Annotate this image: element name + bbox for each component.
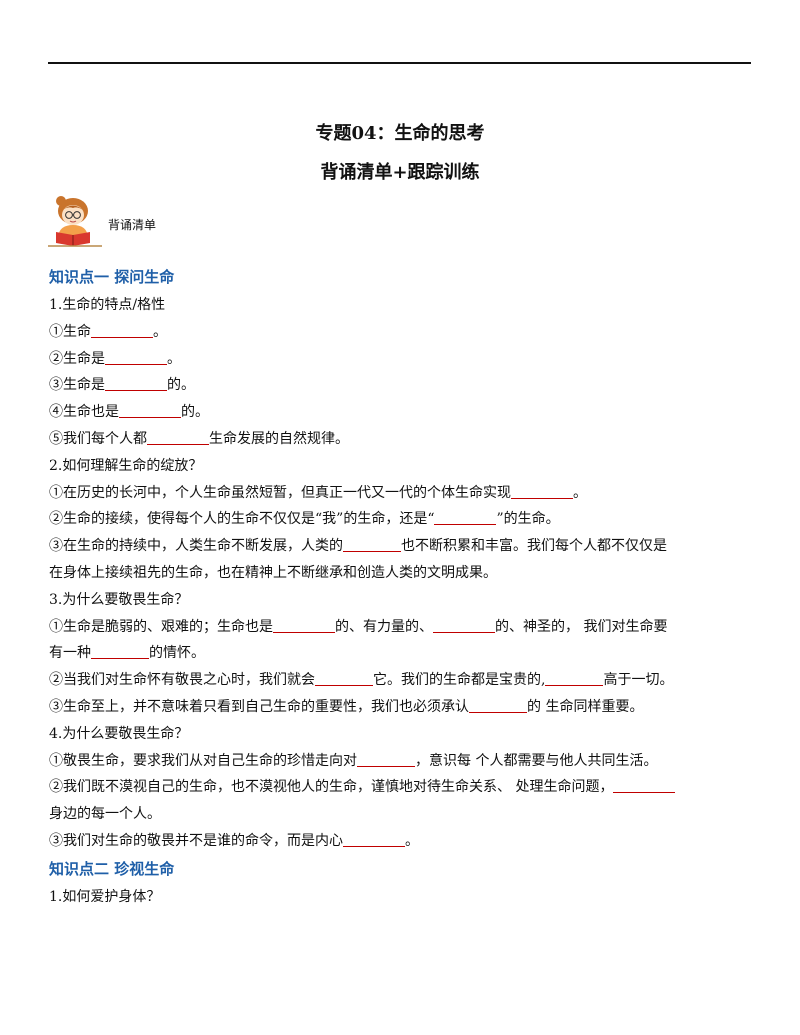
text-line: 1.如何爱护身体？	[49, 884, 754, 911]
fill-in-blank[interactable]	[511, 483, 573, 499]
fill-in-blank[interactable]	[273, 617, 335, 633]
line-text: 在身体上接续祖先的生命，也在精神上不断继承和创造人类的文明成果。	[49, 564, 497, 581]
line-text: ①在历史的长河中，个人生命虽然短暂，但真正一代又一代的个体生命实现	[49, 484, 511, 501]
page-subtitle: 背诵清单+跟踪训练	[320, 162, 480, 183]
fill-in-blank[interactable]	[343, 536, 401, 553]
fill-in-blank[interactable]	[613, 777, 676, 794]
section-heading: 知识点一 探问生命	[49, 268, 175, 286]
text-line: ②我们既不漠视自己的生命，也不漠视他人的生命，谨慎地对待生命关系、 处理生命问题…	[49, 774, 754, 801]
text-line: ③我们对生命的敬畏并不是谁的命令，而是内心 。	[49, 828, 754, 855]
line-text: 的。	[167, 377, 195, 394]
line-text: 1.如何爱护身体？	[49, 888, 161, 905]
fill-in-blank[interactable]	[434, 509, 497, 526]
line-text: 1.生命的特点/格性	[49, 297, 166, 313]
line-text: ③在生命的持续中，人类生命不断发展，人类的	[49, 538, 343, 555]
text-line: ⑤我们每个人都 生命发展的自然规律。	[49, 426, 754, 453]
text-line: 身边的每一个人。	[49, 801, 754, 828]
text-line: ②生命的接续，使得每个人的生命不仅仅是“我”的生命，还是“ ”的生命。	[49, 506, 754, 533]
line-text: 也不断积累和丰富。我们每个人都不仅仅是	[401, 538, 667, 555]
line-text: 的、有力量的、	[335, 618, 433, 635]
text-line: 2.如何理解生命的绽放？	[49, 453, 754, 480]
reading-girl-icon	[48, 196, 102, 247]
text-line: ②当我们对生命怀有敬畏之心时，我们就会 它。我们的生命都是宝贵的, 高于一切。	[49, 667, 754, 694]
fill-in-blank[interactable]	[105, 349, 167, 365]
fill-in-blank[interactable]	[91, 643, 149, 660]
line-text: 。	[573, 484, 587, 501]
page-title: 专题04：生命的思考	[315, 123, 485, 144]
line-text: ”的生命。	[496, 511, 560, 528]
text-line: ③生命至上，并不意味着只看到自己生命的重要性，我们也必须承认 的 生命同样重要。	[49, 694, 754, 721]
line-text: 。	[153, 323, 167, 340]
section-label: 背诵清单	[108, 218, 157, 232]
line-text: ，意识每 个人都需要与他人共同生活。	[415, 752, 658, 769]
line-text: ③生命是	[49, 377, 105, 394]
text-line: ③生命是 的。	[49, 372, 754, 399]
text-line: 3.为什么要敬畏生命？	[49, 587, 754, 614]
line-text: 的、神圣的， 我们对生命要	[495, 618, 668, 635]
text-line: 有一种 的情怀。	[49, 640, 754, 667]
text-line: ①生命是脆弱的、艰难的；生命也是 的、有力量的、 的、神圣的， 我们对生命要	[49, 614, 754, 641]
text-line: ④生命也是 的。	[49, 399, 754, 426]
line-text: ③生命至上，并不意味着只看到自己生命的重要性，我们也必须承认	[49, 698, 469, 715]
fill-in-blank[interactable]	[433, 617, 495, 633]
line-text: 高于一切。	[603, 672, 674, 689]
text-line: ①敬畏生命，要求我们从对自己生命的珍惜走向对 ，意识每 个人都需要与他人共同生活。	[49, 748, 754, 775]
text-line: ③在生命的持续中，人类生命不断发展，人类的 也不断积累和丰富。我们每个人都不仅仅是	[49, 533, 754, 560]
line-text: 。	[405, 832, 419, 849]
line-text: 的。	[181, 404, 209, 421]
line-text: ①敬畏生命，要求我们从对自己生命的珍惜走向对	[49, 752, 357, 769]
fill-in-blank[interactable]	[147, 429, 209, 445]
line-text: 它。我们的生命都是宝贵的,	[373, 672, 546, 689]
text-line: ②生命是 。	[49, 346, 754, 373]
line-text: 3.为什么要敬畏生命？	[49, 591, 189, 608]
text-line: 1.生命的特点/格性	[49, 292, 754, 319]
line-text: 4.为什么要敬畏生命？	[49, 725, 189, 742]
line-text: 的情怀。	[149, 645, 205, 662]
text-line: ①在历史的长河中，个人生命虽然短暂，但真正一代又一代的个体生命实现 。	[49, 480, 754, 507]
fill-in-blank[interactable]	[545, 670, 604, 687]
line-text: ⑤我们每个人都	[49, 430, 147, 447]
line-text: ③我们对生命的敬畏并不是谁的命令，而是内心	[49, 832, 343, 849]
line-text: ②生命是	[49, 350, 105, 367]
line-text: ②生命的接续，使得每个人的生命不仅仅是“我”的生命，还是“	[49, 511, 435, 528]
line-text: 2.如何理解生命的绽放？	[49, 457, 203, 474]
line-text: 身边的每一个人。	[49, 806, 161, 823]
fill-in-blank[interactable]	[105, 375, 167, 392]
line-text: 的 生命同样重要。	[527, 698, 644, 715]
line-text: ②我们既不漠视自己的生命，也不漠视他人的生命，谨慎地对待生命关系、 处理生命问题…	[49, 779, 614, 796]
fill-in-blank[interactable]	[91, 322, 153, 338]
line-text: ①生命	[49, 323, 91, 340]
line-text: 有一种	[49, 645, 91, 662]
fill-in-blank[interactable]	[357, 751, 415, 767]
text-line: 4.为什么要敬畏生命？	[49, 721, 754, 748]
fill-in-blank[interactable]	[315, 670, 373, 687]
fill-in-blank[interactable]	[343, 831, 405, 847]
text-line: ①生命 。	[49, 319, 754, 346]
text-line: 在身体上接续祖先的生命，也在精神上不断继承和创造人类的文明成果。	[49, 560, 754, 587]
line-text: ④生命也是	[49, 404, 119, 421]
header-rule	[48, 62, 751, 64]
fill-in-blank[interactable]	[119, 402, 181, 419]
line-text: 生命发展的自然规律。	[209, 430, 349, 447]
fill-in-blank[interactable]	[469, 697, 527, 713]
section-heading: 知识点二 珍视生命	[49, 859, 175, 878]
line-text: ①生命是脆弱的、艰难的；生命也是	[49, 618, 273, 635]
line-text: 。	[167, 350, 181, 367]
line-text: ②当我们对生命怀有敬畏之心时，我们就会	[49, 672, 315, 689]
